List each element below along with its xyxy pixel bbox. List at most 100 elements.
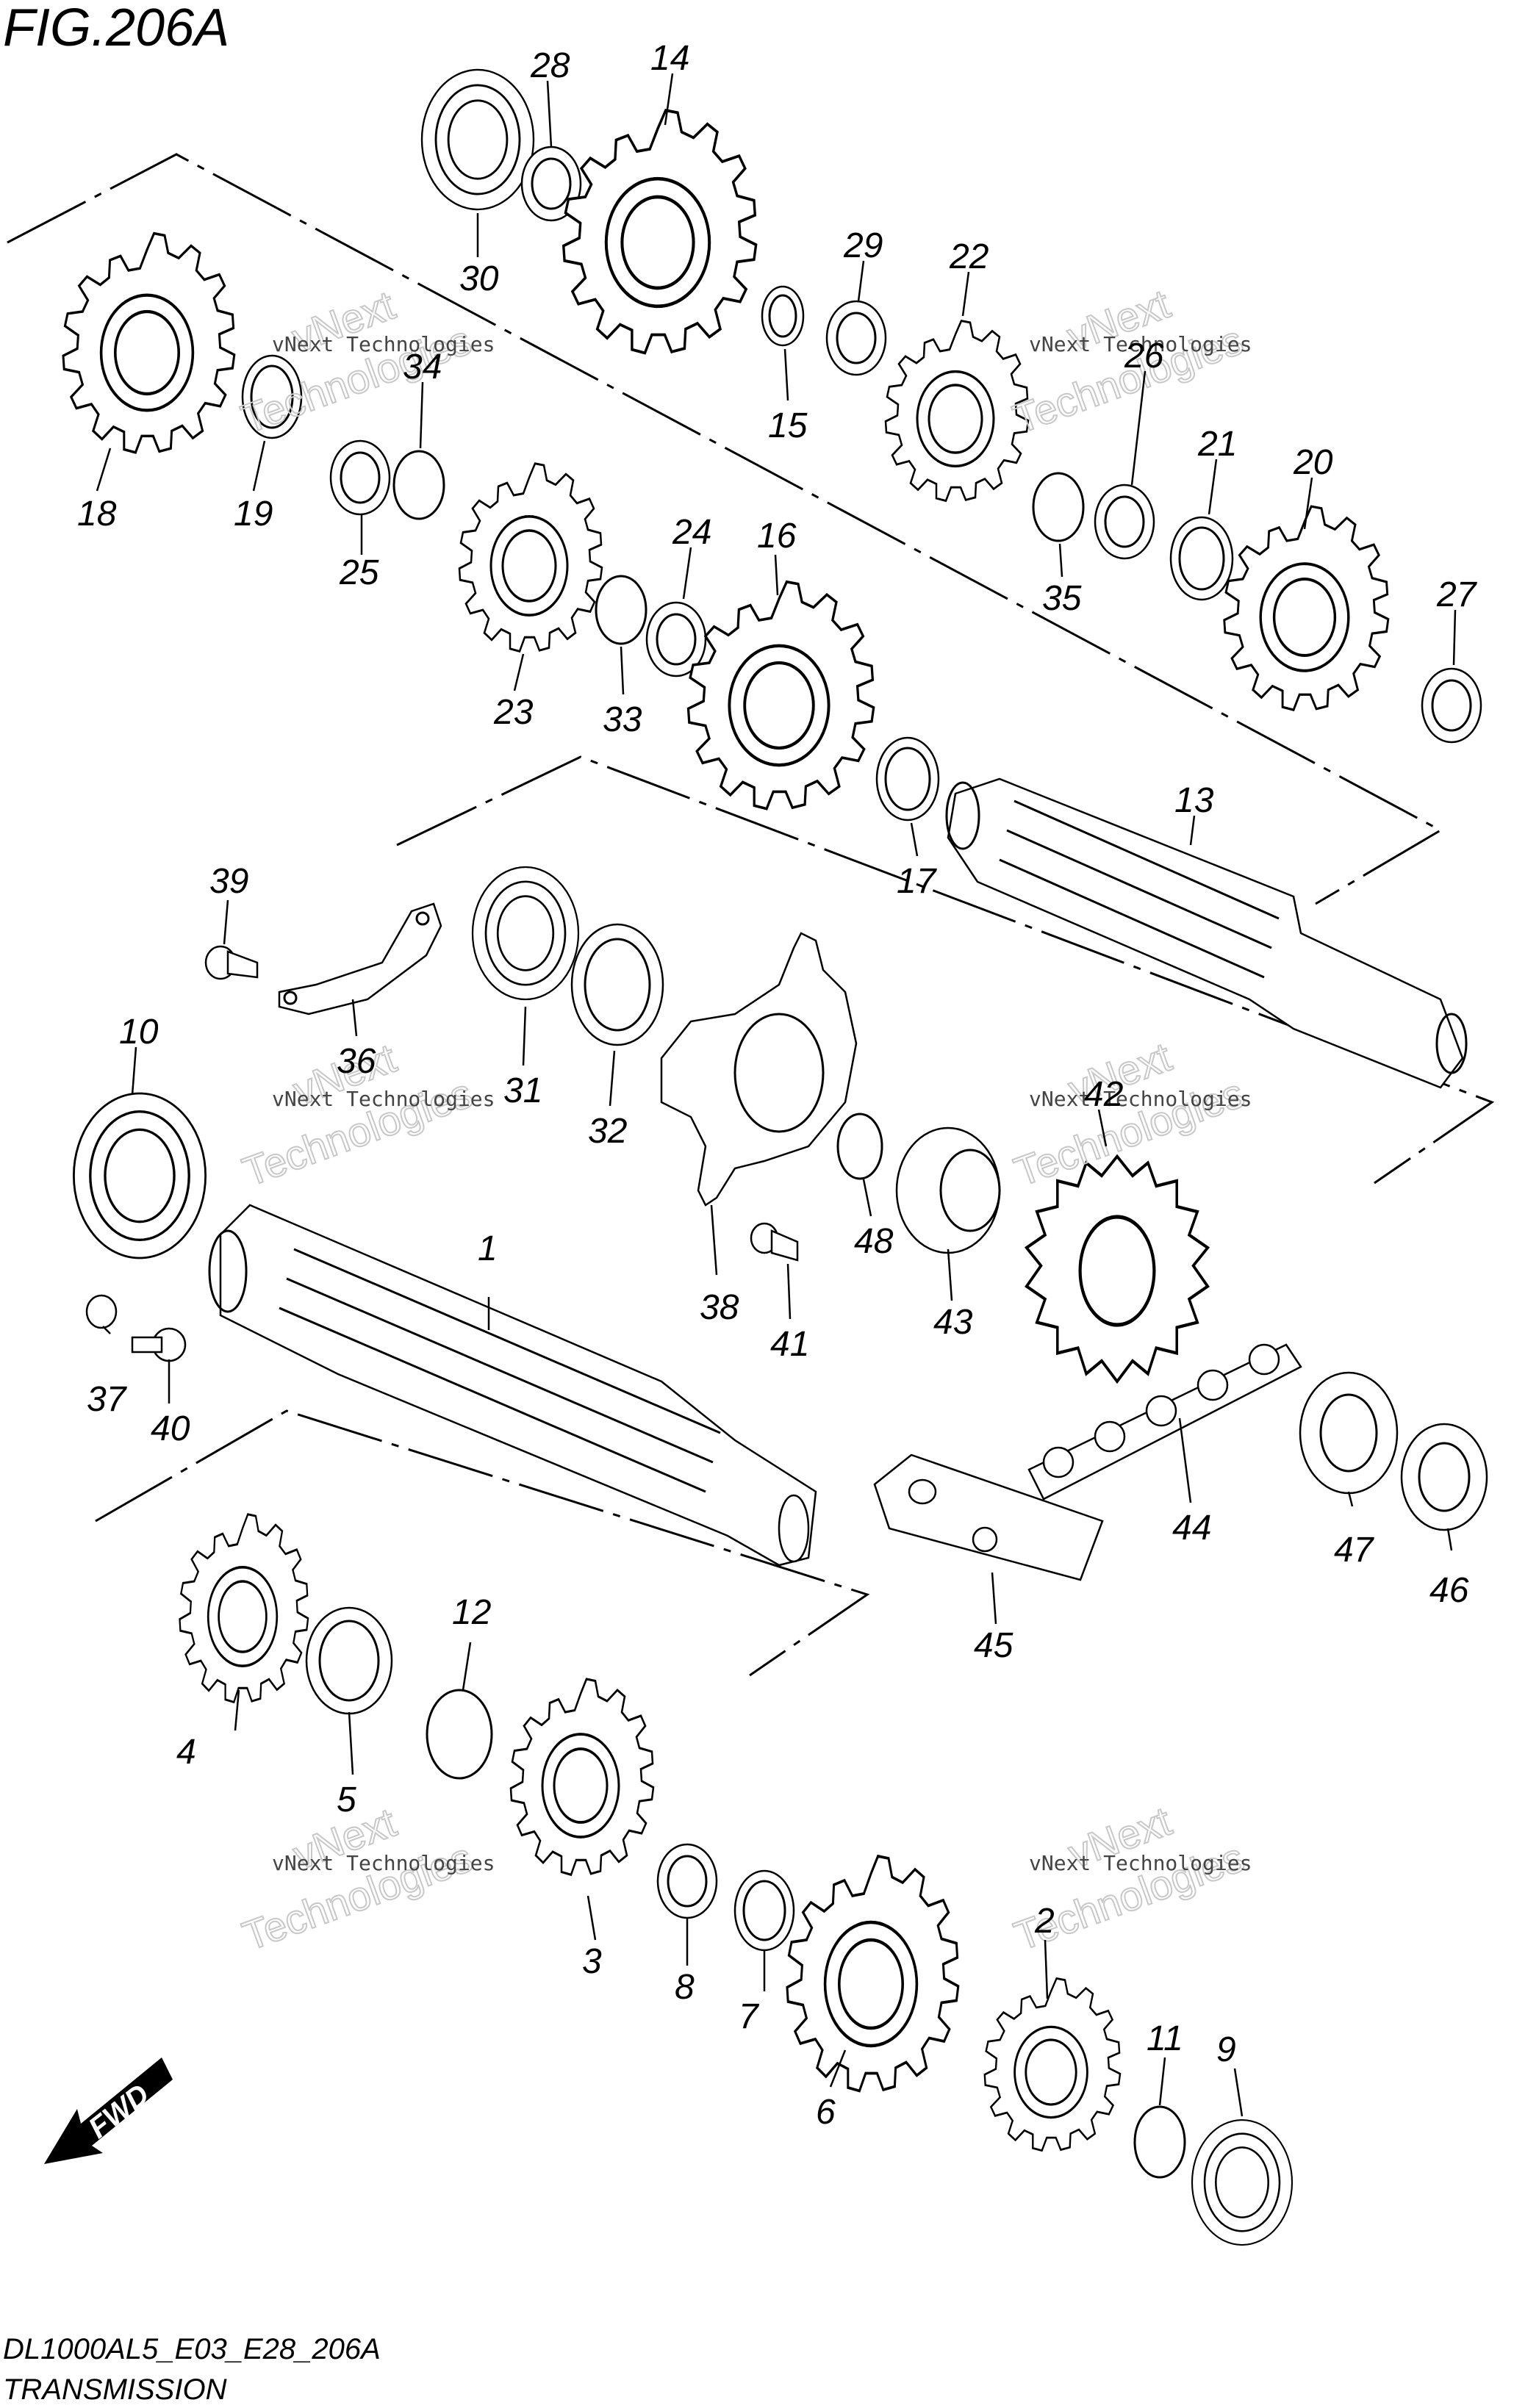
part-label-5: 5	[337, 1780, 356, 1819]
output-frame	[396, 755, 1495, 1185]
part-label-34: 34	[403, 348, 442, 387]
part-label-48: 48	[854, 1222, 894, 1261]
bushing-21	[1169, 516, 1234, 601]
model-code: DL1000AL5_E03_E28_206A	[3, 2333, 381, 2365]
bearing-10	[72, 1092, 207, 1259]
part-label-37: 37	[87, 1380, 128, 1419]
part-label-27: 27	[1436, 575, 1478, 614]
part-label-3: 3	[582, 1942, 602, 1981]
gear-2	[983, 1977, 1122, 2152]
part-label-44: 44	[1172, 1509, 1211, 1548]
washer-26	[1094, 484, 1155, 560]
part-label-29: 29	[843, 226, 883, 265]
chain-44	[1027, 1343, 1302, 1500]
bolt-41	[750, 1222, 799, 1262]
part-label-1: 1	[478, 1229, 498, 1268]
part-label-33: 33	[603, 700, 642, 739]
part-label-26: 26	[1124, 337, 1164, 375]
part-label-46: 46	[1429, 1571, 1469, 1610]
spacer-43	[895, 1126, 1001, 1254]
countershaft-13	[945, 777, 1468, 1089]
part-label-4: 4	[176, 1733, 196, 1772]
needle-bearing-15	[761, 285, 805, 347]
part-labels: 28 14 30 29 22 15 18 19 25 34 16 24 23 3…	[77, 39, 1478, 2132]
watermark-5: vNext Technologies vNext Technologies	[236, 1798, 495, 1960]
part-label-31: 31	[503, 1071, 542, 1110]
gear-4	[178, 1513, 309, 1704]
bushing-17	[875, 736, 940, 822]
washer-25	[329, 439, 391, 516]
part-label-41: 41	[770, 1325, 809, 1364]
part-label-25: 25	[339, 553, 379, 592]
washer-27	[1421, 667, 1482, 744]
part-label-11: 11	[1147, 2019, 1183, 2058]
bearing-30	[420, 68, 535, 211]
o-ring-11	[1133, 2105, 1186, 2179]
watermark-text: vNext Technologies	[272, 1087, 495, 1111]
part-label-17: 17	[897, 862, 938, 901]
gear-18	[63, 234, 234, 453]
part-label-42: 42	[1084, 1075, 1123, 1114]
section-name: TRANSMISSION	[3, 2373, 227, 2406]
o-ring-48	[836, 1113, 883, 1180]
washer-29	[825, 300, 887, 376]
driveshaft-frame	[95, 1409, 870, 1677]
part-label-6: 6	[816, 2093, 836, 2132]
watermark-text: vNext Technologies	[272, 332, 495, 356]
watermark-text: vNext Technologies	[1029, 1087, 1252, 1111]
gear-22	[884, 319, 1030, 503]
bushing-19	[241, 354, 303, 439]
part-label-8: 8	[675, 1968, 695, 2007]
retainer-38	[660, 932, 858, 1207]
circlip-33	[595, 575, 647, 645]
leader-lines	[96, 73, 1457, 2117]
part-label-19: 19	[234, 495, 273, 533]
chain-joint-45	[873, 1453, 1104, 1581]
part-label-18: 18	[77, 495, 117, 533]
part-label-36: 36	[337, 1042, 376, 1081]
part-label-30: 30	[459, 259, 499, 298]
bearing-9	[1191, 2118, 1294, 2246]
countershaft-frame	[7, 153, 1443, 905]
part-label-35: 35	[1042, 579, 1082, 618]
circlip-35	[1032, 472, 1085, 542]
part-label-14: 14	[650, 39, 689, 78]
plate-36	[278, 902, 442, 1016]
part-label-39: 39	[209, 862, 248, 901]
gear-20	[1222, 505, 1390, 712]
part-label-7: 7	[739, 1997, 760, 2036]
part-label-47: 47	[1334, 1531, 1375, 1570]
part-label-15: 15	[768, 406, 808, 445]
sprocket-42	[1024, 1154, 1210, 1384]
figure-title: FIG.206A	[3, 0, 229, 57]
circlip-12	[426, 1689, 493, 1780]
part-label-28: 28	[530, 46, 570, 85]
nut-46	[1400, 1423, 1488, 1531]
gear-16	[689, 582, 874, 809]
part-label-12: 12	[452, 1593, 491, 1632]
washer-37	[85, 1294, 118, 1329]
gear-14	[564, 110, 756, 353]
watermark-text: vNext Technologies	[1029, 332, 1252, 356]
part-label-38: 38	[700, 1288, 739, 1327]
part-label-22: 22	[949, 237, 989, 276]
circlip-34	[392, 450, 445, 520]
fwd-arrow-icon: FWD	[44, 2057, 173, 2164]
bushing-7	[733, 1869, 795, 1952]
oil-seal-32	[570, 923, 664, 1046]
part-label-40: 40	[151, 1409, 190, 1448]
part-label-21: 21	[1197, 425, 1237, 464]
watermark-text: vNext Technologies	[272, 1851, 495, 1875]
part-label-13: 13	[1174, 781, 1214, 820]
part-label-45: 45	[974, 1626, 1013, 1665]
gear-3	[509, 1678, 655, 1877]
part-label-20: 20	[1293, 443, 1333, 482]
watermark-text: vNext Technologies	[1029, 1851, 1252, 1875]
part-label-32: 32	[588, 1112, 627, 1151]
washer-8	[656, 1843, 718, 1919]
part-label-24: 24	[672, 513, 711, 552]
gear-6	[787, 1856, 958, 2091]
part-label-9: 9	[1216, 2030, 1236, 2069]
driveshaft-1	[208, 1204, 817, 1567]
